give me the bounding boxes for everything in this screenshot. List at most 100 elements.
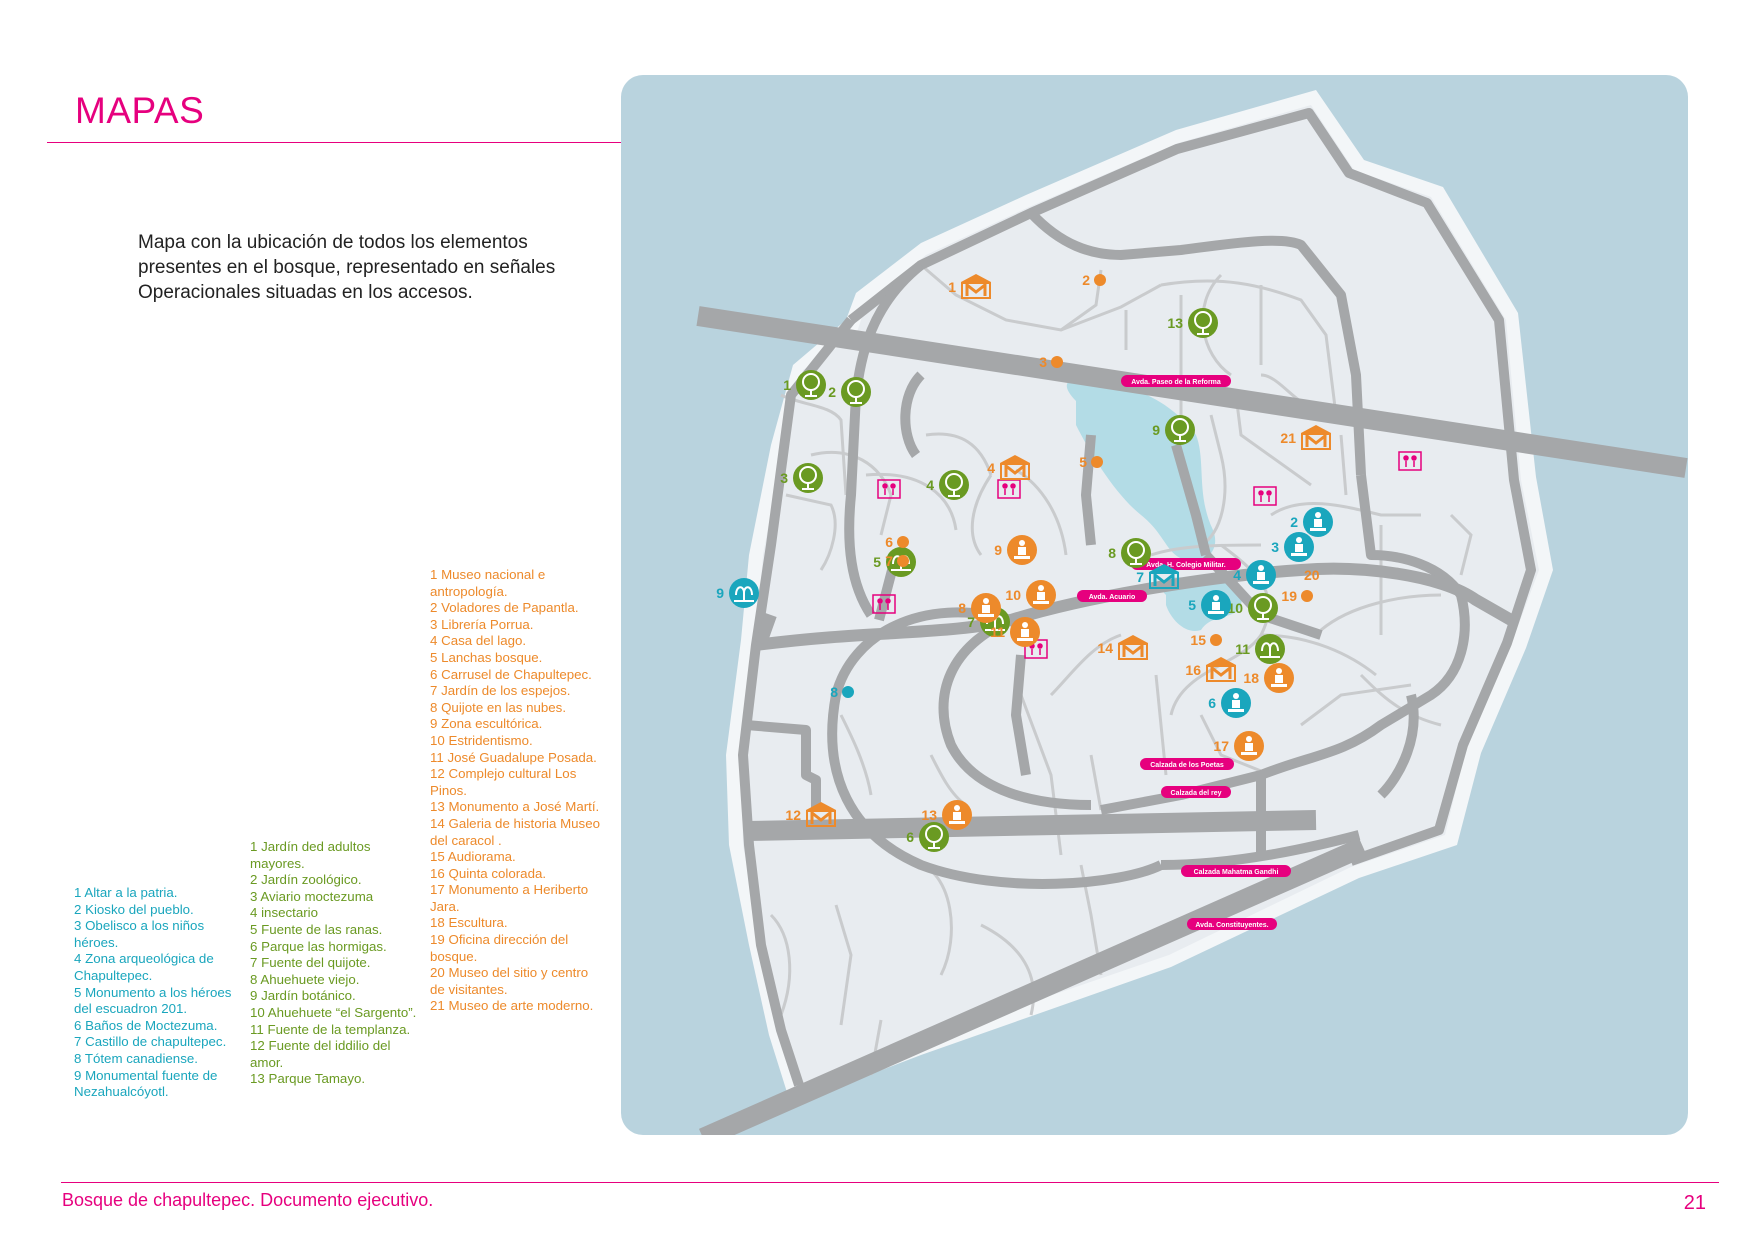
marker-number: 1 <box>948 279 956 295</box>
marker-blue-2[interactable]: 2 <box>1290 507 1333 537</box>
marker-number: 21 <box>1280 430 1296 446</box>
marker-orange-8[interactable]: 8 <box>958 593 1001 623</box>
marker-blue-4[interactable]: 4 <box>1233 560 1276 590</box>
marker-blue-7[interactable]: 7 <box>1136 564 1179 589</box>
marker-orange-5[interactable]: 5 <box>1079 454 1103 470</box>
legend-green-list: 1 Jardín ded adultos mayores.2 Jardín zo… <box>250 839 425 1088</box>
marker-orange-7[interactable]: 7 <box>885 553 909 569</box>
marker-orange-12[interactable]: 12 <box>785 802 836 827</box>
marker-number: 17 <box>1213 738 1229 754</box>
footer-divider <box>61 1182 1719 1183</box>
marker-green-8[interactable]: 8 <box>1108 538 1151 568</box>
street-labels: Avda. Paseo de la Reforma Avda. H. Coleg… <box>1077 375 1291 930</box>
intro-text: Mapa con la ubicación de todos los eleme… <box>138 232 556 303</box>
marker-orange-9[interactable]: 9 <box>994 535 1037 565</box>
marker-number: 11 <box>1235 641 1250 657</box>
page-number: 21 <box>1683 1192 1706 1214</box>
legend-item: 10 Ahuehuete “el Sargento”. <box>250 1004 417 1020</box>
marker-green-9[interactable]: 9 <box>1152 415 1195 445</box>
marker-orange-21[interactable]: 21 <box>1280 425 1331 450</box>
marker-blue-5[interactable]: 5 <box>1188 590 1231 620</box>
statue-icon <box>1026 580 1056 610</box>
marker-green-13[interactable]: 13 <box>1167 308 1218 338</box>
street-label-rey: Calzada del rey <box>1171 790 1222 797</box>
dot-icon <box>842 686 854 698</box>
marker-number: 6 <box>906 829 914 845</box>
statue-icon <box>1201 590 1231 620</box>
legend-item: 16 Quinta colorada. <box>430 865 547 881</box>
marker-number: 4 <box>987 460 995 476</box>
marker-green-11[interactable]: 11 <box>1235 634 1285 664</box>
marker-orange-20[interactable]: 20 <box>1304 567 1320 583</box>
marker-orange-18[interactable]: 18 <box>1243 663 1294 693</box>
marker-blue-9[interactable]: 9 <box>716 578 759 608</box>
street-label-reforma: Avda. Paseo de la Reforma <box>1131 379 1221 386</box>
marker-orange-16[interactable]: 16 <box>1185 657 1236 682</box>
marker-orange-14[interactable]: 14 <box>1097 635 1148 660</box>
legend-item: 7 Fuente del quijote. <box>250 955 371 971</box>
marker-orange-10[interactable]: 10 <box>1005 580 1056 610</box>
marker-green-3[interactable]: 3 <box>780 463 823 493</box>
tree-icon <box>1121 538 1151 568</box>
marker-orange-1[interactable]: 1 <box>948 274 991 299</box>
marker-number: 6 <box>885 534 893 550</box>
park-map[interactable]: Avda. Paseo de la Reforma Avda. H. Coleg… <box>621 75 1688 1135</box>
footer-text: Bosque de chapultepec. Documento ejecuti… <box>62 1190 434 1210</box>
legend-item: 7 Jardín de los espejos. <box>430 683 571 699</box>
marker-orange-13[interactable]: 13 <box>921 800 972 830</box>
marker-green-4[interactable]: 4 <box>926 470 969 500</box>
marker-number: 16 <box>1185 662 1201 678</box>
dot-icon <box>1094 274 1106 286</box>
marker-blue-6[interactable]: 6 <box>1208 688 1251 718</box>
legend-item: 15 Audiorama. <box>430 849 516 865</box>
legend-item: 5 Monumento a los héroes del escuadron 2… <box>74 984 232 1017</box>
marker-number: 13 <box>921 807 937 823</box>
marker-orange-19[interactable]: 19 <box>1281 588 1313 604</box>
tree-icon <box>1248 593 1278 623</box>
museum-icon <box>1000 455 1030 480</box>
marker-number: 10 <box>1227 600 1243 616</box>
legend-item: 21 Museo de arte moderno. <box>430 998 594 1014</box>
marker-orange-17[interactable]: 17 <box>1213 731 1264 761</box>
marker-orange-15[interactable]: 15 <box>1190 632 1222 648</box>
restroom-icon <box>1024 639 1048 659</box>
legend-item: 1 Museo nacional e antropología. <box>430 567 546 599</box>
street-label-acuario: Avda. Acuario <box>1089 594 1136 601</box>
marker-orange-6[interactable]: 6 <box>885 534 909 550</box>
legend-item: 8 Quijote en las nubes. <box>430 699 567 715</box>
marker-green-2[interactable]: 2 <box>828 377 871 407</box>
title-divider <box>47 142 622 143</box>
marker-number: 3 <box>1039 354 1047 370</box>
marker-orange-2[interactable]: 2 <box>1082 272 1106 288</box>
marker-orange-11[interactable]: 11 <box>990 617 1040 647</box>
main-avenues <box>696 306 1688 1135</box>
marker-number: 7 <box>885 553 893 569</box>
statue-icon <box>942 800 972 830</box>
marker-number: 8 <box>1108 545 1116 561</box>
marker-number: 19 <box>1281 588 1297 604</box>
tree-icon <box>1165 415 1195 445</box>
legend-item: 8 Tótem canadiense. <box>74 1050 198 1066</box>
marker-blue-3[interactable]: 3 <box>1271 532 1314 562</box>
street-label-constituyentes: Avda. Constituyentes. <box>1195 922 1268 929</box>
statue-icon <box>1303 507 1333 537</box>
dot-icon <box>1210 634 1222 646</box>
statue-icon <box>1246 560 1276 590</box>
dot-icon <box>1301 590 1313 602</box>
legend-item: 9 Jardín botánico. <box>250 988 356 1004</box>
fountain-icon <box>729 578 759 608</box>
legend-item: 1 Altar a la patria. <box>74 885 178 900</box>
restroom-icon <box>1398 451 1422 471</box>
marker-blue-8[interactable]: 8 <box>830 684 854 700</box>
marker-green-1[interactable]: 1 <box>783 370 826 400</box>
legend-item: 4 Casa del lago. <box>430 633 527 649</box>
marker-orange-3[interactable]: 3 <box>1039 354 1063 370</box>
restroom-icon <box>872 594 896 614</box>
museum-icon <box>1149 564 1179 589</box>
marker-green-6[interactable]: 6 <box>906 822 949 852</box>
marker-green-10[interactable]: 10 <box>1227 593 1278 623</box>
legend-item: 7 Castillo de chapultepec. <box>74 1034 227 1050</box>
marker-orange-4[interactable]: 4 <box>987 455 1030 480</box>
dot-icon <box>1051 356 1063 368</box>
tree-icon <box>1188 308 1218 338</box>
